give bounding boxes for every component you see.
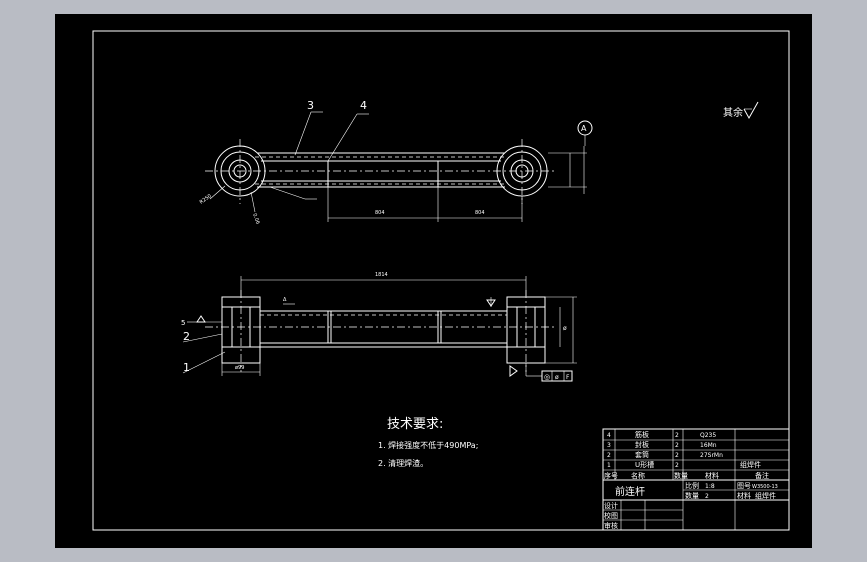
svg-text:名称: 名称 (631, 471, 645, 480)
svg-text:图号: 图号 (737, 482, 751, 490)
svg-text:F: F (566, 374, 570, 381)
svg-text:数量: 数量 (685, 491, 699, 500)
svg-text:备注: 备注 (755, 471, 769, 480)
svg-text:组焊件: 组焊件 (740, 460, 761, 469)
svg-text:2: 2 (607, 452, 611, 459)
svg-text:套筒: 套筒 (635, 450, 649, 459)
svg-text:Q235: Q235 (700, 432, 716, 439)
balloon-3: 3 (307, 99, 314, 112)
svg-text:2: 2 (675, 442, 679, 449)
svg-text:材料: 材料 (737, 491, 751, 500)
svg-text:组焊件: 组焊件 (755, 491, 776, 500)
cad-viewport[interactable]: 804 804 R250 0.06 A 3 4 其余 (55, 14, 812, 548)
drawing-border (92, 30, 790, 531)
svg-text:序号: 序号 (604, 471, 618, 480)
top-view: 804 804 R250 0.06 A 3 4 (199, 99, 593, 226)
svg-text:校图: 校图 (604, 511, 618, 520)
svg-text:27SrMn: 27SrMn (700, 452, 723, 459)
svg-text:数量: 数量 (674, 471, 688, 480)
balloon-4: 4 (360, 99, 367, 112)
roughness-note: 其余 (723, 106, 743, 119)
tech-req-item-2: 2. 清理焊渣。 (378, 458, 428, 468)
svg-text:材料: 材料 (705, 471, 719, 480)
drawing-canvas: 804 804 R250 0.06 A 3 4 其余 (92, 30, 790, 531)
svg-text:3: 3 (607, 442, 611, 449)
roughness-symbol (743, 101, 759, 120)
tolerance-frame (541, 370, 573, 382)
annot-r: R250 (199, 193, 213, 205)
datum-a: A (581, 124, 587, 133)
technical-requirements: 技术要求: 1. 焊接强度不低于490MPa; 2. 清理焊渣。 (378, 417, 478, 468)
dim-overall: 1814 (375, 272, 388, 278)
svg-text:◎: ◎ (544, 373, 550, 381)
svg-text:ø: ø (555, 374, 559, 381)
balloon-2: 2 (183, 330, 190, 343)
svg-text:2: 2 (675, 432, 679, 439)
part-name: 前连杆 (615, 485, 645, 498)
balloon-1: 1 (183, 361, 190, 374)
svg-text:Δ: Δ (283, 297, 287, 303)
svg-text:筋板: 筋板 (635, 430, 649, 439)
tech-req-title: 技术要求: (387, 417, 443, 432)
svg-text:比例: 比例 (685, 481, 699, 490)
svg-text:封板: 封板 (635, 440, 649, 449)
svg-text:2: 2 (675, 462, 679, 469)
dim-top-left: 804 (375, 210, 385, 216)
svg-text:4: 4 (607, 432, 611, 439)
front-view: 1814 ø ø99 Δ ◎ ø F 5 2 1 (181, 272, 577, 382)
svg-text:1: 1 (607, 462, 611, 469)
balloon-5: 5 (181, 319, 185, 327)
svg-text:U形槽: U形槽 (635, 460, 654, 469)
svg-text:2: 2 (705, 493, 709, 500)
annot-small: 0.06 (251, 213, 260, 226)
dim-top-right: 804 (475, 210, 485, 216)
svg-text:审核: 审核 (604, 521, 618, 530)
dim-height: ø (563, 325, 567, 332)
svg-text:16Mn: 16Mn (700, 442, 717, 449)
tech-req-item-1: 1. 焊接强度不低于490MPa; (378, 440, 478, 450)
title-block: 4 筋板 2 Q235 3 封板 2 16Mn 2 套筒 2 27SrMn 1 … (602, 428, 790, 531)
svg-text:设计: 设计 (604, 501, 618, 510)
svg-text:W3500-13: W3500-13 (752, 484, 778, 490)
svg-text:2: 2 (675, 452, 679, 459)
svg-text:1:8: 1:8 (705, 483, 715, 490)
dim-bottom: ø99 (235, 365, 244, 371)
